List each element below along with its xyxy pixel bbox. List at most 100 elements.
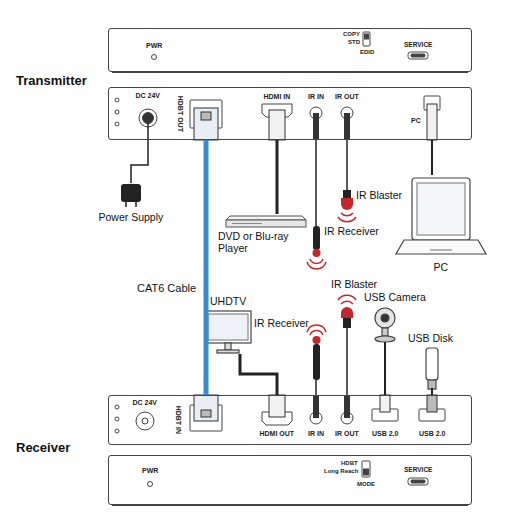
device-label: UHDTV <box>210 296 246 308</box>
cable-line <box>346 328 348 395</box>
dvd-player <box>232 223 262 224</box>
port-label: MODE <box>357 481 375 488</box>
ir-receiver-tx <box>310 259 323 263</box>
tv <box>205 311 251 343</box>
device-label: IR Receiver <box>324 226 379 238</box>
usb-disk <box>428 380 436 389</box>
power-adapter <box>135 202 137 207</box>
usb-camera <box>375 308 395 342</box>
cable-line <box>315 140 317 226</box>
port-label: PC <box>411 117 421 125</box>
rx-front-details <box>408 478 428 485</box>
port-label: HDBT <box>341 460 358 467</box>
ir-blaster-tx <box>338 217 356 222</box>
port-label: HDMI OUT <box>260 430 295 438</box>
port-label: PWR <box>142 467 158 475</box>
ir-blaster-tx <box>341 213 353 216</box>
port-label: IR IN <box>308 430 324 438</box>
device-node: IR Receiver <box>310 226 381 268</box>
ir-blaster-rx <box>341 301 353 304</box>
rx-rear-details <box>115 417 119 421</box>
unit-label: Transmitter <box>16 74 87 88</box>
cable-line <box>240 354 277 395</box>
ir-blaster-tx <box>341 198 353 210</box>
port-label: USB 2.0 <box>372 430 398 438</box>
rx-front-details <box>148 482 153 487</box>
usb-camera <box>382 328 388 336</box>
ir-receiver-tx <box>307 262 326 269</box>
ir-blaster-rx <box>338 295 356 300</box>
rx-rear-details <box>142 418 148 424</box>
cable-line <box>431 140 433 175</box>
cable-line <box>346 140 348 190</box>
port-label: PWR <box>146 42 162 50</box>
power-adapter <box>125 202 127 207</box>
ir-blaster-tx <box>343 190 351 198</box>
device-label: PC <box>434 262 449 274</box>
port-label: DC 24V <box>133 399 158 407</box>
port-label: IR OUT <box>335 430 359 438</box>
ir-receiver-rx <box>313 344 320 380</box>
device-node: PC <box>400 175 486 277</box>
ir-receiver-rx <box>313 336 321 344</box>
device-label: USB Camera <box>364 292 426 304</box>
device-panel: DC 24VHDBT INHDMI OUTIR INIR OUTUSB 2.0U… <box>108 395 472 445</box>
port-label: SERVICE <box>404 466 432 473</box>
port-label: COPY <box>343 31 360 38</box>
usb-camera <box>381 314 389 322</box>
device-node: USB Disk <box>405 331 455 388</box>
device-label: IR Blaster <box>331 279 377 291</box>
power-adapter <box>121 184 141 207</box>
unit-label: Receiver <box>16 441 70 455</box>
ir-receiver-rx <box>310 331 323 335</box>
cable-line <box>131 140 148 183</box>
tx-rear-details <box>427 104 437 140</box>
tv <box>225 343 231 350</box>
tx-front-details <box>112 71 468 73</box>
laptop <box>412 178 470 240</box>
ir-receiver-tx <box>313 249 321 257</box>
device-panel: PWR COPYSTDEDID SERVICE <box>108 28 472 72</box>
tx-rear-details <box>147 123 149 140</box>
port-label: HDBT OUT <box>176 96 184 132</box>
port-label: HDBT IN <box>174 406 182 434</box>
tx-rear-details <box>115 110 119 114</box>
device-node: Power Supply <box>96 183 166 228</box>
rx-front-details <box>112 461 468 505</box>
port-label: STD <box>348 39 360 46</box>
ir-blaster-rx <box>343 318 351 328</box>
laptop <box>396 240 486 254</box>
tx-front-details <box>365 34 369 39</box>
laptop <box>417 183 465 235</box>
rx-rear-details <box>313 395 319 418</box>
device-node: UHDTV <box>200 295 258 354</box>
tx-rear-details <box>115 122 119 126</box>
port-label: EDID <box>360 49 374 56</box>
ir-blaster-tx <box>338 190 356 222</box>
tx-front-details <box>411 54 425 57</box>
rx-rear-details <box>344 395 350 418</box>
power-adapter <box>121 184 141 202</box>
port-label: SERVICE <box>404 41 432 48</box>
tx-front-details <box>152 55 157 60</box>
rx-rear-details <box>380 395 390 412</box>
ir-blaster-rx <box>338 295 356 328</box>
rx-front-details <box>112 504 468 506</box>
laptop <box>430 249 452 250</box>
rx-front-details <box>364 469 369 475</box>
tx-rear-details <box>344 113 350 140</box>
rx-rear-details <box>115 405 119 409</box>
tx-rear-details <box>201 112 211 120</box>
laptop <box>396 178 486 254</box>
tx-rear-details <box>313 113 319 140</box>
port-label: DC 24V <box>136 92 161 100</box>
tx-rear-details <box>269 110 285 140</box>
tv <box>217 350 239 353</box>
rx-rear-details <box>194 395 218 421</box>
tx-rear-details <box>143 113 154 124</box>
rx-rear-details <box>427 395 437 412</box>
tv <box>205 311 251 353</box>
cable-label: CAT6 Cable <box>135 282 198 294</box>
tx-front-details <box>363 32 370 46</box>
